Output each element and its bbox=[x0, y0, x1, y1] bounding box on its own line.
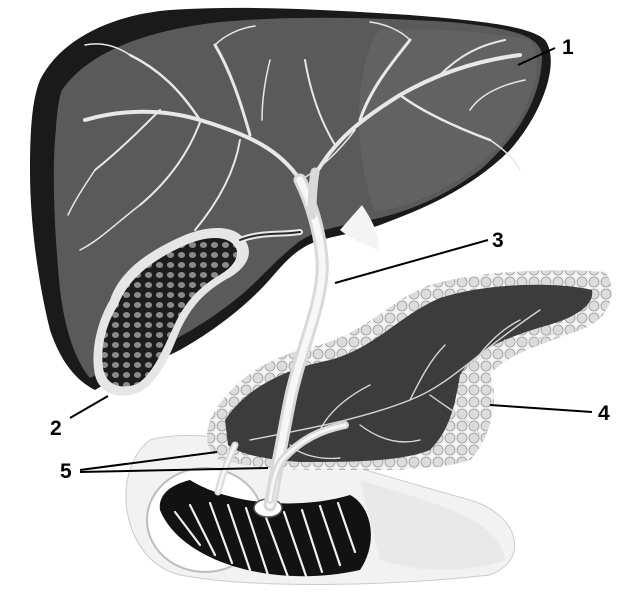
callout-label-4: 4 bbox=[598, 402, 610, 425]
callout-label-5: 5 bbox=[60, 460, 72, 483]
callout-label-1: 1 bbox=[562, 36, 574, 59]
leader-line-3 bbox=[335, 240, 488, 283]
callout-label-3: 3 bbox=[492, 229, 504, 252]
callout-label-2: 2 bbox=[50, 417, 62, 440]
leader-line-2 bbox=[70, 396, 108, 418]
pancreas bbox=[207, 270, 612, 470]
leader-line-4 bbox=[490, 405, 592, 412]
